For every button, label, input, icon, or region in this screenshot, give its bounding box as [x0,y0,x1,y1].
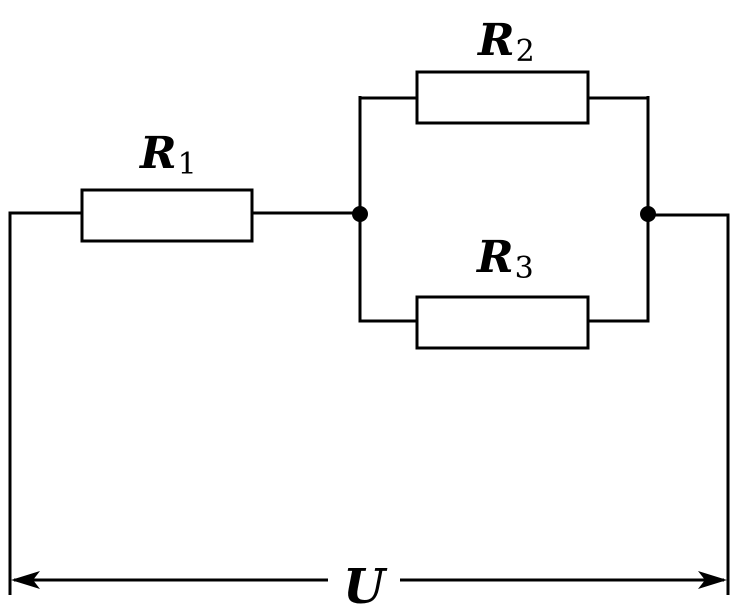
arrowhead-left-icon [11,571,40,589]
resistor-r1 [80,188,254,243]
resistor-r3 [415,295,590,350]
voltage-label: U [343,559,388,615]
label-r3: R3 [475,232,534,286]
label-r2: R2 [476,15,535,69]
junction-node-right [640,206,656,222]
arrowhead-right-icon [698,571,727,589]
label-r1: R1 [138,128,197,182]
label-r1-sub: 1 [178,147,197,182]
label-r2-main: R [476,15,515,66]
wires [8,96,730,595]
label-r3-sub: 3 [515,251,534,286]
label-r3-main: R [475,232,514,283]
junction-node-left [352,206,368,222]
label-r2-sub: 2 [516,34,535,69]
label-r1-main: R [138,128,177,179]
voltage-indicator: U [11,559,727,615]
resistor-r2 [415,70,590,125]
